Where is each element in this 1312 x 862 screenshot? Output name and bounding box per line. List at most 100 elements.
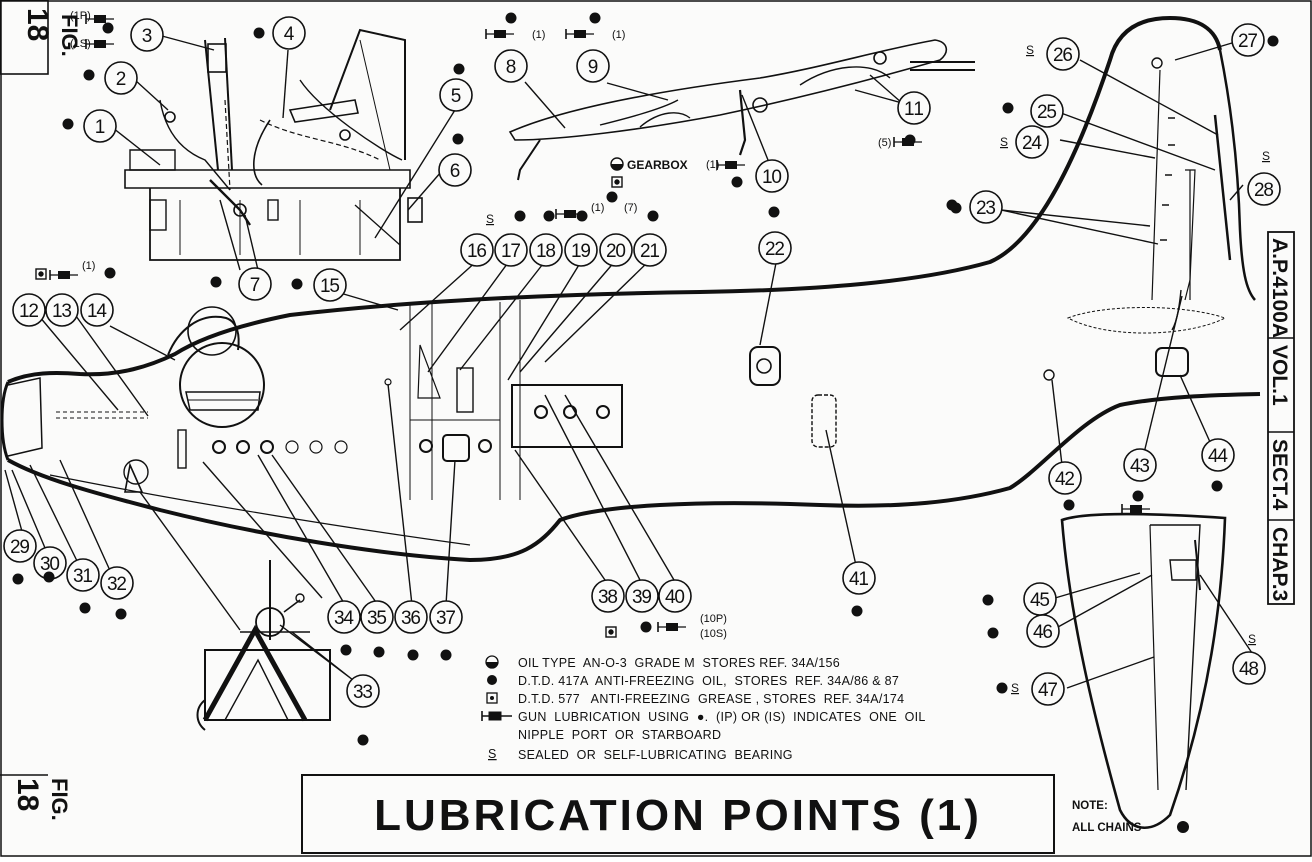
lubrication-dot — [987, 627, 999, 639]
lubrication-dot — [79, 602, 91, 614]
gun-label-1s: (1S) — [70, 38, 91, 50]
callout-circle-23 — [969, 190, 1003, 224]
callout-circle-46 — [1026, 614, 1060, 648]
callout-circle-36 — [394, 600, 428, 634]
callout-number-31: 31 — [73, 566, 93, 587]
lubrication-dot — [357, 734, 369, 746]
callout-3: 3 — [130, 18, 164, 52]
lubrication-dot — [982, 594, 994, 606]
callout-48: 48 — [1232, 651, 1266, 685]
callout-38: 38 — [591, 579, 625, 613]
gun-nipple-symbol — [485, 29, 514, 39]
lubrication-dot — [589, 12, 601, 24]
beaching-gear-drawing — [123, 459, 331, 731]
gun-nipple-symbol — [555, 209, 584, 219]
callout-number-47: 47 — [1038, 680, 1058, 701]
fig-label-bottom: FIG. 18 — [0, 774, 72, 821]
legend-sealed-mark: S — [488, 747, 497, 761]
callout-number-8: 8 — [506, 57, 517, 78]
callout-8: 8 — [494, 49, 528, 83]
callout-21: 21 — [633, 233, 667, 267]
lubrication-dot — [768, 206, 780, 218]
callout-number-48: 48 — [1239, 659, 1259, 680]
fig-number-bottom: 18 — [11, 778, 44, 811]
legend-line-6: SEALED OR SELF-LUBRICATING BEARING — [518, 748, 793, 762]
callout-circle-16 — [460, 233, 494, 267]
callout-number-23: 23 — [976, 198, 996, 219]
fig-label-text-top: FIG. — [57, 14, 82, 57]
lubrication-dot — [851, 605, 863, 617]
callout-number-42: 42 — [1055, 469, 1075, 490]
sealed-mark-47: S — [1011, 681, 1019, 695]
callout-28: 28 — [1247, 172, 1281, 206]
legend-line-4: GUN LUBRICATION USING ●. (IP) OR (IS) IN… — [518, 710, 926, 724]
callout-13: 13 — [45, 293, 79, 327]
callout-number-12: 12 — [19, 301, 39, 322]
callout-number-41: 41 — [849, 569, 869, 590]
callout-36: 36 — [394, 600, 428, 634]
callout-number-35: 35 — [367, 608, 387, 629]
sealed-mark-48: S — [1248, 632, 1256, 646]
callout-circle-39 — [625, 579, 659, 613]
callout-44: 44 — [1201, 438, 1235, 472]
callout-number-17: 17 — [501, 241, 521, 262]
callout-46: 46 — [1026, 614, 1060, 648]
callout-number-24: 24 — [1022, 133, 1042, 154]
callout-number-22: 22 — [765, 239, 785, 260]
lubrication-dot — [340, 644, 352, 656]
callout-circle-34 — [327, 600, 361, 634]
callout-circle-18 — [529, 233, 563, 267]
ref-chap: CHAP.3 — [1268, 527, 1291, 601]
lubrication-dot — [505, 12, 517, 24]
lubrication-dot-group — [12, 12, 1279, 746]
lubrication-dot — [83, 69, 95, 81]
legend-symbol-oil — [485, 655, 499, 669]
callout-number-43: 43 — [1130, 456, 1150, 477]
callout-circle-14 — [80, 293, 114, 327]
leader-lines — [4, 35, 1253, 689]
callout-number-4: 4 — [284, 24, 295, 45]
note-text: ALL CHAINS — [1072, 822, 1142, 834]
callout-6: 6 — [438, 153, 472, 187]
callout-circle-9 — [576, 49, 610, 83]
note-block: NOTE: ALL CHAINS — [1072, 800, 1189, 834]
callout-number-14: 14 — [87, 301, 107, 322]
callout-18: 18 — [529, 233, 563, 267]
callout-circle-13 — [45, 293, 79, 327]
portholes — [212, 405, 610, 454]
callout-number-25: 25 — [1037, 102, 1057, 123]
fuselage-outline — [0, 15, 1261, 563]
lubrication-dot — [102, 22, 114, 34]
callout-number-34: 34 — [334, 608, 354, 629]
callout-42: 42 — [1048, 461, 1082, 495]
grease-box-symbols — [35, 176, 623, 638]
callout-11: 11 — [897, 91, 931, 125]
callout-circle-2 — [104, 61, 138, 95]
lubrication-dot — [210, 276, 222, 288]
gun-nipple-group — [49, 14, 1150, 632]
callout-number-39: 39 — [632, 587, 652, 608]
callout-number-20: 20 — [606, 241, 626, 262]
lubrication-dot — [104, 267, 116, 279]
callout-32: 32 — [100, 566, 134, 600]
callout-number-6: 6 — [450, 161, 461, 182]
callout-number-26: 26 — [1053, 45, 1073, 66]
gearbox-text: GEARBOX — [627, 158, 688, 172]
callout-number-15: 15 — [320, 276, 340, 297]
callout-circle-5 — [439, 78, 473, 112]
callout-circle-1 — [83, 109, 117, 143]
tail-rudder-drawing — [1160, 114, 1232, 331]
callout-circle-15 — [313, 268, 347, 302]
ref-vol: VOL.1 — [1268, 345, 1291, 406]
lubrication-dot — [1063, 499, 1075, 511]
legend-line-5: NIPPLE PORT OR STARBOARD — [518, 728, 721, 742]
title-block: LUBRICATION POINTS (1) — [301, 774, 1055, 854]
seat-inset-drawing — [124, 28, 423, 261]
callout-number-5: 5 — [451, 86, 462, 107]
callout-number-1: 1 — [95, 117, 106, 138]
gearbox-label: GEARBOX — [610, 157, 688, 172]
callout-circle-43 — [1123, 448, 1157, 482]
callout-25: 25 — [1030, 94, 1064, 128]
callout-circle-8 — [494, 49, 528, 83]
